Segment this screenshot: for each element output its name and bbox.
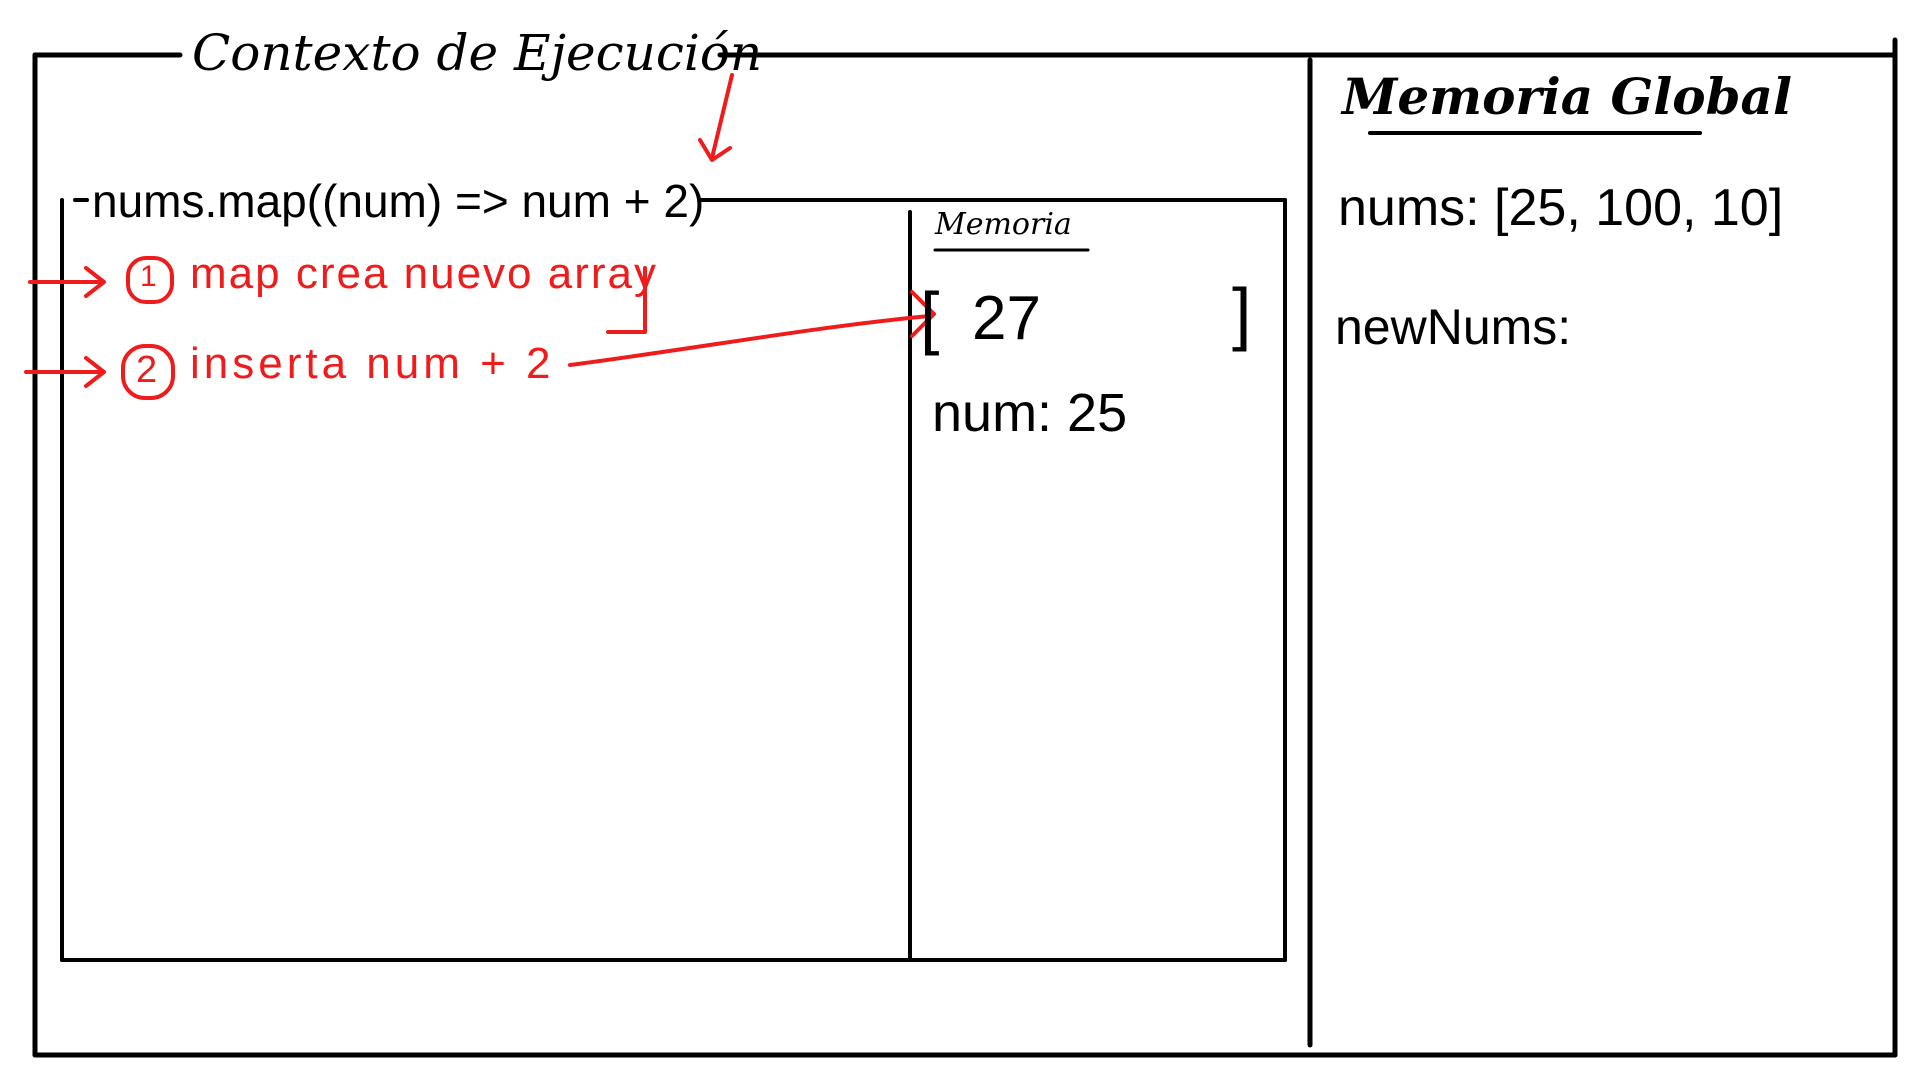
step-2-circle <box>121 344 175 400</box>
insert-arrow <box>568 314 932 367</box>
step-1-number: 1 <box>140 260 157 293</box>
step-1-text: map crea nuevo array <box>190 249 658 298</box>
step-2-number: 2 <box>136 349 158 391</box>
array-bracket <box>606 266 647 334</box>
new-array-value: 27 <box>972 284 1041 353</box>
global-newnums-variable: newNums: <box>1335 299 1572 355</box>
map-context-frame <box>60 198 1287 962</box>
step-1-circle <box>126 256 174 304</box>
map-call-code: nums.map((num) => num + 2) <box>92 175 705 227</box>
execution-context-title: Contexto de Ejecución <box>192 24 763 82</box>
local-memory-title: Memoria <box>935 207 1072 242</box>
context-pointer-arrow <box>710 73 734 160</box>
local-num-variable: num: 25 <box>932 383 1128 443</box>
global-nums-variable: nums: [25, 100, 10] <box>1338 179 1784 237</box>
outer-frame <box>32 37 1898 1058</box>
new-array-close-bracket: ] <box>1232 274 1252 352</box>
red-annotations <box>24 73 936 388</box>
step-2-text: inserta num + 2 <box>190 339 555 388</box>
step-circles <box>121 256 175 400</box>
global-memory-title: Memoria Global <box>1342 67 1792 126</box>
new-array-open-bracket: [ <box>920 278 940 356</box>
